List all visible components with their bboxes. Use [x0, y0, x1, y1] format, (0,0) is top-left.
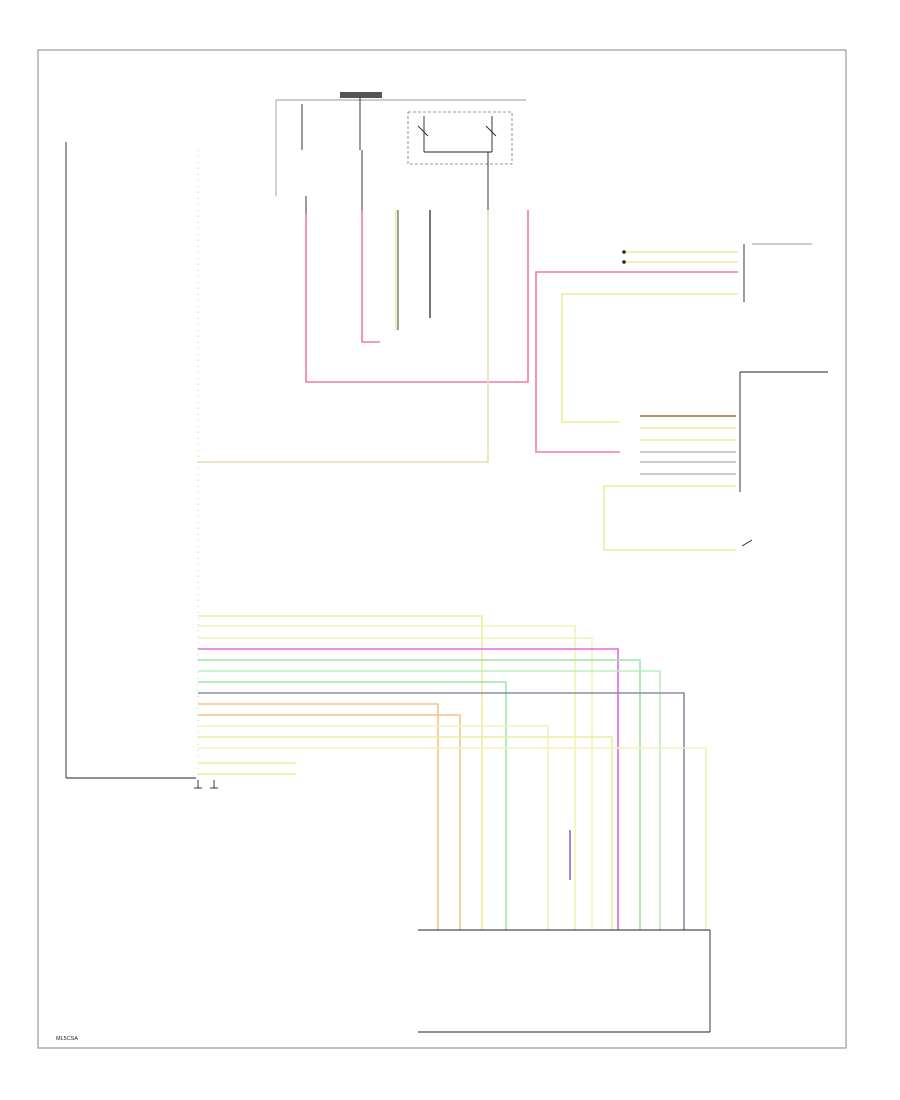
transmission-module-outline [65, 142, 196, 779]
top-wires [198, 210, 529, 463]
tan-wire-to-module [198, 210, 489, 463]
ground-symbols [194, 780, 218, 789]
park-lock-connector [603, 371, 828, 551]
bottom-wire-bundle [198, 615, 707, 930]
power-relay-section [275, 92, 526, 214]
relay-box [407, 111, 513, 165]
shift-control-connector [535, 243, 812, 453]
pink-wire-left [305, 210, 529, 383]
diagram-border [37, 49, 847, 1049]
diagram-code: ML5CSA [56, 1036, 78, 1042]
can-bus-wires [198, 762, 296, 775]
valve-body-outline [418, 929, 711, 1033]
pink-wire-ground [361, 210, 380, 343]
